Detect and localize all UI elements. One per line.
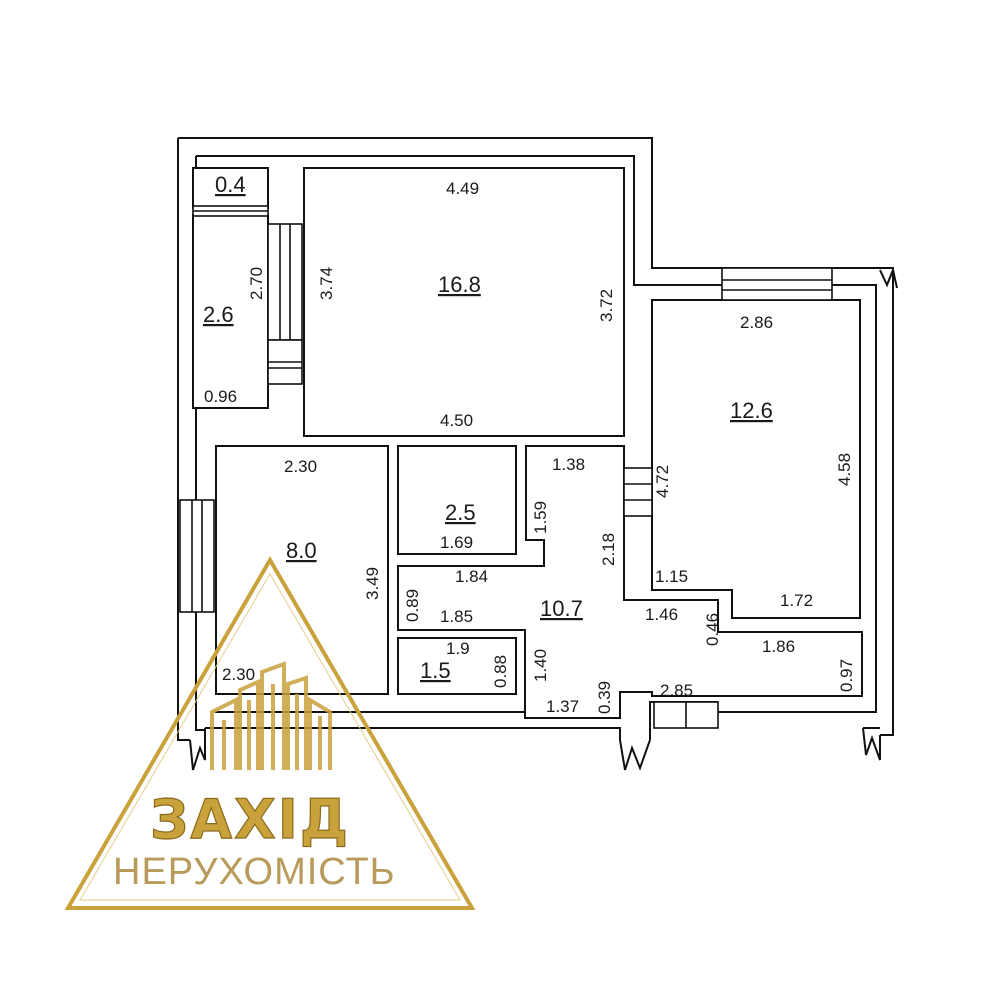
dim-hall-0-89: 0.89 [403, 589, 422, 622]
dim-living-top: 2.86 [740, 313, 773, 332]
dim-living-bottom-left: 1.15 [655, 567, 688, 586]
room-hall [397, 445, 863, 719]
watermark: ЗАХІД НЕРУХОМІСТЬ [64, 556, 476, 910]
dim-living-bottom-right: 1.72 [780, 591, 813, 610]
area-bathroom: 2.5 [445, 500, 476, 525]
dim-hall-1-46: 1.46 [645, 605, 678, 624]
dim-hall-2-18: 2.18 [599, 533, 618, 566]
area-toilet: 1.5 [420, 658, 451, 683]
dim-living-right: 4.58 [835, 453, 854, 486]
dim-bedroom-top: 4.49 [446, 179, 479, 198]
room-outlines [192, 167, 861, 695]
window-kitchen [179, 499, 215, 613]
dim-hall-1-84: 1.84 [455, 567, 488, 586]
dim-hall-0-39: 0.39 [595, 681, 614, 714]
door-living [623, 467, 653, 517]
area-kitchen: 8.0 [286, 538, 317, 563]
room-kitchen [215, 445, 389, 695]
dim-bathroom-bottom: 1.69 [440, 533, 473, 552]
dim-hall-1-37: 1.37 [546, 697, 579, 716]
dim-hall-1-85: 1.85 [440, 607, 473, 626]
dim-kitchen-top: 2.30 [284, 457, 317, 476]
room-storage [192, 167, 269, 209]
dim-balcony-width: 0.96 [204, 387, 237, 406]
area-hall: 10.7 [540, 596, 583, 621]
watermark-triangle [64, 556, 476, 910]
dim-corridor-length2: 2.85 [660, 681, 693, 700]
watermark-buildings-icon [210, 661, 332, 770]
dim-hall-0-46: 0.46 [703, 613, 722, 646]
area-labels: 0.4 2.6 16.8 12.6 8.0 2.5 1.5 10.7 [203, 172, 773, 683]
dim-toilet-top: 1.9 [446, 639, 470, 658]
dim-hall-1-59: 1.59 [531, 501, 550, 534]
area-storage: 0.4 [215, 172, 246, 197]
dim-kitchen-right: 3.49 [363, 567, 382, 600]
dim-bedroom-left: 3.74 [317, 267, 336, 300]
window-living [721, 267, 833, 301]
area-bedroom: 16.8 [438, 272, 481, 297]
dim-hall-1-38: 1.38 [552, 455, 585, 474]
dim-hall-1-40: 1.40 [531, 649, 550, 682]
dim-balcony-length: 2.70 [247, 267, 266, 300]
room-toilet [397, 637, 517, 695]
room-bedroom [303, 167, 625, 437]
window-balcony-lower [267, 339, 303, 385]
dimension-labels: 2.70 0.96 4.49 4.50 3.74 3.72 2.86 4.72 … [204, 179, 856, 716]
dim-living-left: 4.72 [653, 465, 672, 498]
area-balcony-left: 2.6 [203, 302, 234, 327]
room-bathroom [397, 445, 517, 555]
window-corridor [653, 701, 719, 729]
dim-corridor-length: 1.86 [762, 637, 795, 656]
dim-bedroom-bottom: 4.50 [440, 411, 473, 430]
dim-bedroom-right: 3.72 [597, 289, 616, 322]
dim-toilet-right: 0.88 [491, 655, 510, 688]
dim-kitchen-bottom: 2.30 [222, 665, 255, 684]
area-living-right: 12.6 [730, 398, 773, 423]
window-balcony-door [267, 223, 303, 341]
windows [179, 205, 833, 729]
room-balcony-left [192, 214, 269, 409]
room-living-right [651, 299, 861, 619]
watermark-brand: ЗАХІД [150, 788, 350, 851]
watermark-subtitle: НЕРУХОМІСТЬ [113, 851, 396, 893]
dim-corridor-height: 0.97 [837, 659, 856, 692]
window-storage [192, 205, 269, 217]
